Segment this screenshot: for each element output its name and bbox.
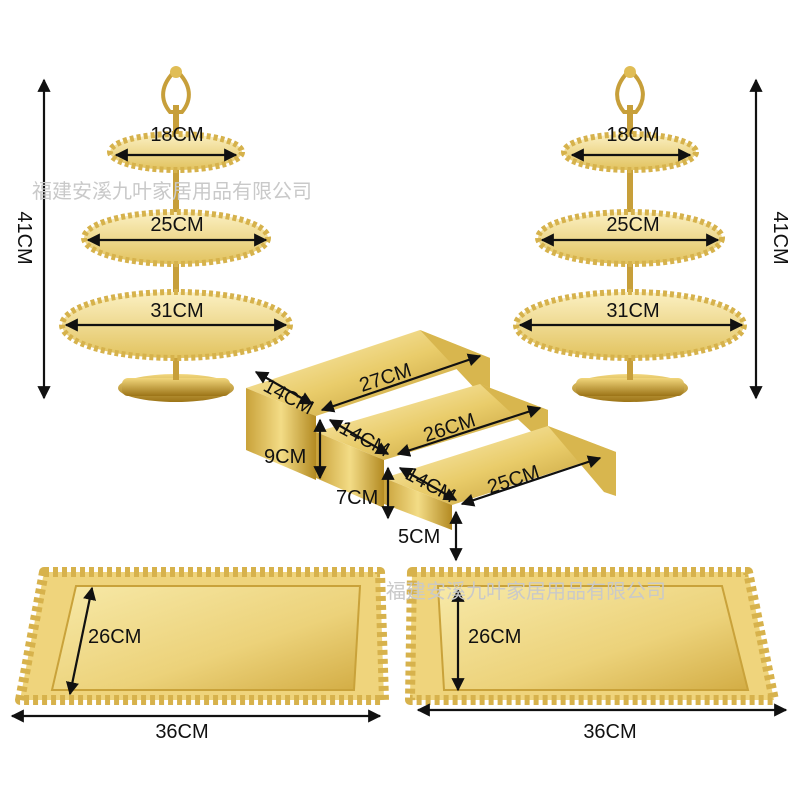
tray-width-label: 36CM — [155, 721, 208, 743]
tier-bottom-label: 31CM — [150, 300, 203, 322]
display-risers: 14CM 27CM 9CM 14CM 26CM 7CM 14CM 25CM 5C… — [246, 330, 616, 562]
riser-small-height-label: 5CM — [398, 526, 440, 548]
riser-medium-height-label: 7CM — [336, 487, 378, 509]
tier-top-label: 18CM — [150, 124, 203, 146]
dim-riser-large-width — [320, 353, 482, 413]
dim-riser-large-depth — [254, 371, 314, 405]
tray-surface — [436, 585, 750, 691]
riser-large-side — [246, 388, 316, 480]
riser-large-height-label: 9CM — [264, 446, 306, 468]
stand-base-rim — [122, 378, 230, 396]
left-cake-stand: 18CM 25CM 31CM 41CM — [13, 66, 293, 402]
right-cake-stand: 18CM 25CM 31CM 41CM — [513, 66, 791, 402]
stand-height-label: 41CM — [13, 211, 35, 264]
dim-riser-small-depth — [398, 467, 458, 501]
dim-riser-medium-depth — [328, 419, 390, 455]
tray-depth-label: 26CM — [88, 626, 141, 648]
stand-handle — [615, 67, 645, 114]
dim-riser-medium-width — [396, 405, 542, 457]
tier-mid-label: 25CM — [150, 214, 203, 236]
watermark-bottom: 福建安溪九叶家居用品有限公司 — [386, 579, 666, 603]
left-tray: 26CM 36CM — [10, 567, 389, 743]
stand-base-rim — [576, 378, 684, 396]
tray-surface — [50, 585, 362, 691]
dim-tray-depth — [65, 586, 97, 696]
watermark-top: 福建安溪九叶家居用品有限公司 — [32, 179, 312, 203]
tray-depth-label: 26CM — [468, 626, 521, 648]
tier-top-label: 18CM — [606, 124, 659, 146]
stand-crown — [170, 66, 182, 78]
dim-riser-small-width — [460, 455, 602, 507]
right-tray: 26CM 36CM — [405, 567, 788, 743]
stand-crown — [624, 66, 636, 78]
tier-mid-label: 25CM — [606, 214, 659, 236]
tray-width-label: 36CM — [583, 721, 636, 743]
stand-handle — [161, 67, 191, 114]
stand-height-label: 41CM — [769, 211, 791, 264]
tier-bottom-label: 31CM — [606, 300, 659, 322]
